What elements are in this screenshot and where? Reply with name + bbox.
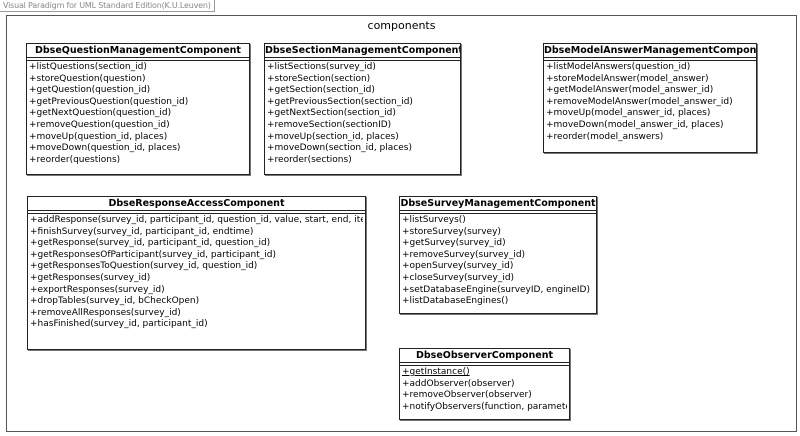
operations-compartment: +listQuestions(section_id) +storeQuestio…	[27, 61, 249, 168]
operation: +moveDown(question_id, places)	[29, 143, 181, 154]
operation: +dropTables(survey_id, bCheckOpen)	[30, 296, 200, 307]
package-title: components	[367, 19, 436, 32]
attributes-compartment	[400, 211, 596, 214]
operation: +setDatabaseEngine(surveyID, engineID)	[402, 284, 590, 295]
operation: +removeSurvey(survey_id)	[402, 249, 526, 260]
operation: +reorder(sections)	[267, 154, 352, 165]
attributes-compartment	[265, 58, 460, 61]
attributes-compartment	[544, 58, 756, 61]
operation: +storeSection(section)	[267, 73, 371, 84]
operation: +getResponsesOfParticipant(survey_id, pa…	[30, 249, 276, 260]
operation: +moveDown(model_answer_id, places)	[546, 119, 724, 130]
class-name: DbseModelAnswerManagementComponent	[544, 45, 756, 58]
operation: +moveUp(question_id, places)	[29, 131, 168, 142]
operation: +getResponses(survey_id)	[30, 272, 151, 283]
operation: +getNextQuestion(question_id)	[29, 108, 172, 119]
operation: +getNextSection(section_id)	[267, 108, 396, 119]
operation: +getResponsesToQuestion(survey_id, quest…	[30, 261, 258, 272]
operation: +exportResponses(survey_id)	[30, 284, 165, 295]
operation: +getModelAnswer(model_answer_id)	[546, 85, 714, 96]
operation: +storeSurvey(survey)	[402, 226, 501, 237]
operation: +removeSection(sectionID)	[267, 119, 392, 130]
operation: +removeObserver(observer)	[402, 390, 532, 401]
operation: +removeAllResponses(survey_id)	[30, 307, 181, 318]
class-response-access[interactable]: DbseResponseAccessComponent +addResponse…	[27, 196, 366, 350]
attributes-compartment	[28, 211, 365, 214]
operation: +getPreviousQuestion(question_id)	[29, 96, 189, 107]
attributes-compartment	[27, 58, 249, 61]
operation: +moveUp(section_id, places)	[267, 131, 399, 142]
operations-compartment: +getInstance() +addObserver(observer) +r…	[400, 366, 569, 415]
operation: +storeQuestion(question)	[29, 73, 146, 84]
class-question-management[interactable]: DbseQuestionManagementComponent +listQue…	[26, 43, 250, 175]
operation: +listDatabaseEngines()	[402, 296, 509, 307]
operation: +removeQuestion(question_id)	[29, 119, 170, 130]
operation: +notifyObservers(function, parameter)	[402, 401, 567, 412]
operation: +addObserver(observer)	[402, 378, 515, 389]
operation: +storeModelAnswer(model_answer)	[546, 73, 709, 84]
operation: +listSurveys()	[402, 215, 466, 225]
class-name: DbseSectionManagementComponent	[265, 45, 460, 58]
operation: +hasFinished(survey_id, participant_id)	[30, 319, 208, 330]
operation: +listModelAnswers(question_id)	[546, 62, 691, 72]
operation: +getSurvey(survey_id)	[402, 238, 506, 249]
operations-compartment: +listModelAnswers(question_id) +storeMod…	[544, 61, 756, 145]
operation: +finishSurvey(survey_id, participant_id,…	[30, 226, 254, 237]
operation: +getSection(section_id)	[267, 85, 375, 96]
operation: +reorder(questions)	[29, 154, 121, 165]
operation: +getQuestion(question_id)	[29, 85, 151, 96]
class-model-answer-management[interactable]: DbseModelAnswerManagementComponent +list…	[543, 43, 757, 153]
class-section-management[interactable]: DbseSectionManagementComponent +listSect…	[264, 43, 461, 175]
class-observer[interactable]: DbseObserverComponent +getInstance() +ad…	[399, 348, 570, 420]
class-name: DbseObserverComponent	[400, 349, 569, 363]
watermark: Visual Paradigm for UML Standard Edition…	[0, 0, 215, 12]
class-name: DbseQuestionManagementComponent	[27, 44, 249, 58]
operation: +openSurvey(survey_id)	[402, 261, 514, 272]
operation: +removeModelAnswer(model_answer_id)	[546, 96, 733, 107]
operation: +getPreviousSection(section_id)	[267, 96, 413, 107]
operation: +moveUp(model_answer_id, places)	[546, 108, 711, 119]
operation: +reorder(model_answers)	[546, 131, 664, 142]
package-components: components	[6, 15, 797, 432]
operations-compartment: +addResponse(survey_id, participant_id, …	[28, 214, 365, 333]
operations-compartment: +listSections(survey_id) +storeSection(s…	[265, 61, 460, 168]
class-survey-management[interactable]: DbseSurveyManagementComponent +listSurve…	[399, 196, 597, 314]
operation: +getResponse(survey_id, participant_id, …	[30, 238, 271, 249]
attributes-compartment	[400, 363, 569, 366]
operation: +closeSurvey(survey_id)	[402, 272, 515, 283]
class-name: DbseResponseAccessComponent	[28, 197, 365, 211]
operation: +listQuestions(section_id)	[29, 62, 147, 72]
operation: +addResponse(survey_id, participant_id, …	[30, 215, 363, 225]
operations-compartment: +listSurveys() +storeSurvey(survey) +get…	[400, 214, 596, 310]
operation: +moveDown(section_id, places)	[267, 143, 412, 154]
operation: +listSections(survey_id)	[267, 62, 376, 72]
class-name: DbseSurveyManagementComponent	[400, 198, 596, 211]
operation-static: +getInstance()	[402, 367, 470, 377]
